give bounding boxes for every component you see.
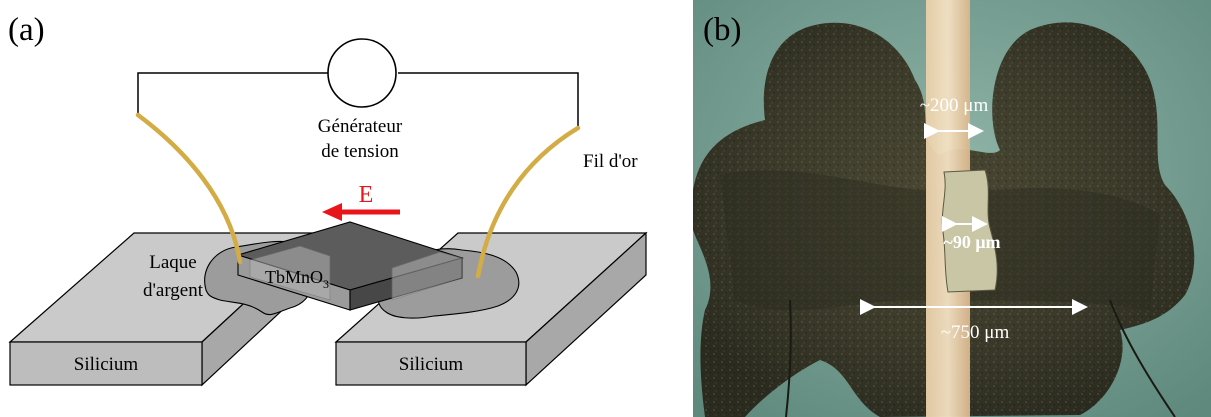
- probe-wire-left: [785, 299, 792, 417]
- crystal-label: TbMnO3: [265, 267, 329, 291]
- panel-a: (a) Générateur de tension Fil d'or Silic…: [8, 12, 648, 387]
- circuit-wire-right: [398, 72, 579, 128]
- gold-wire-label: Fil d'or: [583, 151, 638, 172]
- silicon-left-label: Silicium: [74, 354, 139, 375]
- width-total-label: ~750 μm: [941, 322, 1010, 343]
- field-label: E: [359, 182, 374, 208]
- panel-b-photo: ~200 μm ~90 μm ~750 μm (b): [693, 0, 1211, 417]
- field-arrow-head: [322, 203, 342, 221]
- width-wire-label: ~200 μm: [920, 95, 989, 116]
- silicon-left-front: [9, 341, 203, 386]
- crystal-subscript: 3: [323, 277, 329, 291]
- circuit-wire: [137, 72, 328, 115]
- silver-lacquer-label-line2: d'argent: [143, 280, 204, 301]
- silicon-right-label: Silicium: [399, 354, 464, 375]
- probe-wire-right: [1109, 299, 1176, 417]
- silicon-right-front: [335, 341, 527, 386]
- width-gap-label: ~90 μm: [943, 232, 1000, 252]
- panel-b-label: (b): [703, 12, 741, 48]
- lacquer-overlay-left: [249, 245, 331, 301]
- gold-wire-left: [135, 112, 243, 265]
- voltage-generator-symbol: [327, 38, 397, 108]
- silver-lacquer-label-line1: Laque: [149, 252, 196, 273]
- generator-label-line2: de tension: [321, 141, 399, 162]
- panel-a-label: (a): [8, 12, 45, 48]
- generator-label-line1: Générateur: [318, 116, 403, 137]
- lacquer-overlay-right: [391, 251, 463, 301]
- gold-wire-right: [475, 125, 581, 279]
